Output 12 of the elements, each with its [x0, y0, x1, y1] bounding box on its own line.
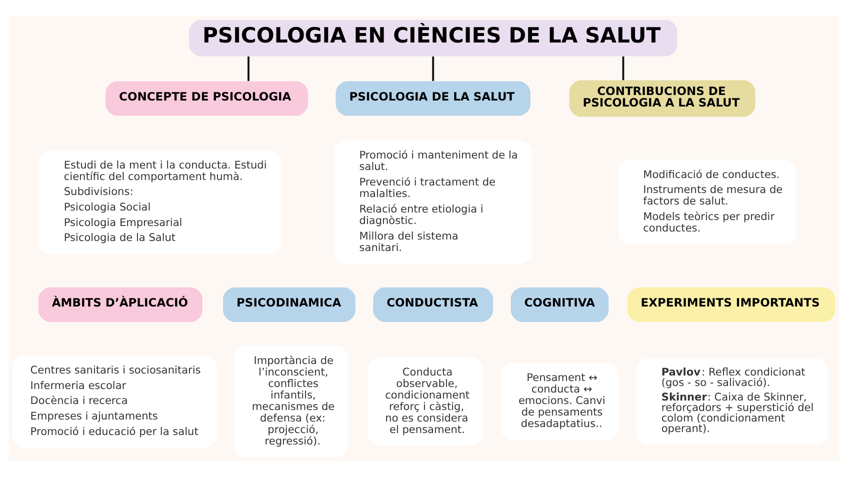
node-box: EXPERIMENTS IMPORTANTS	[627, 287, 836, 322]
node-box: CONTRIBUCIONS DE PSICOLOGIA A LA SALUT	[569, 80, 756, 117]
node-box: CONCEPTE DE PSICOLOGIA	[106, 81, 308, 116]
node-box: COGNITIVA	[510, 287, 609, 322]
node-box: PSICODINAMICA	[223, 287, 356, 322]
node-box: ÀMBITS D’ÀPLICACIÓ	[38, 287, 202, 322]
node-box: PSICOLOGIA EN CIÈNCIES DE LA SALUT	[189, 20, 678, 56]
node-box: PSICOLOGIA DE LA SALUT	[336, 81, 530, 116]
node-box: CONDUCTISTA	[373, 287, 494, 322]
connector	[248, 56, 250, 81]
connector	[622, 56, 624, 80]
connector	[432, 56, 434, 81]
